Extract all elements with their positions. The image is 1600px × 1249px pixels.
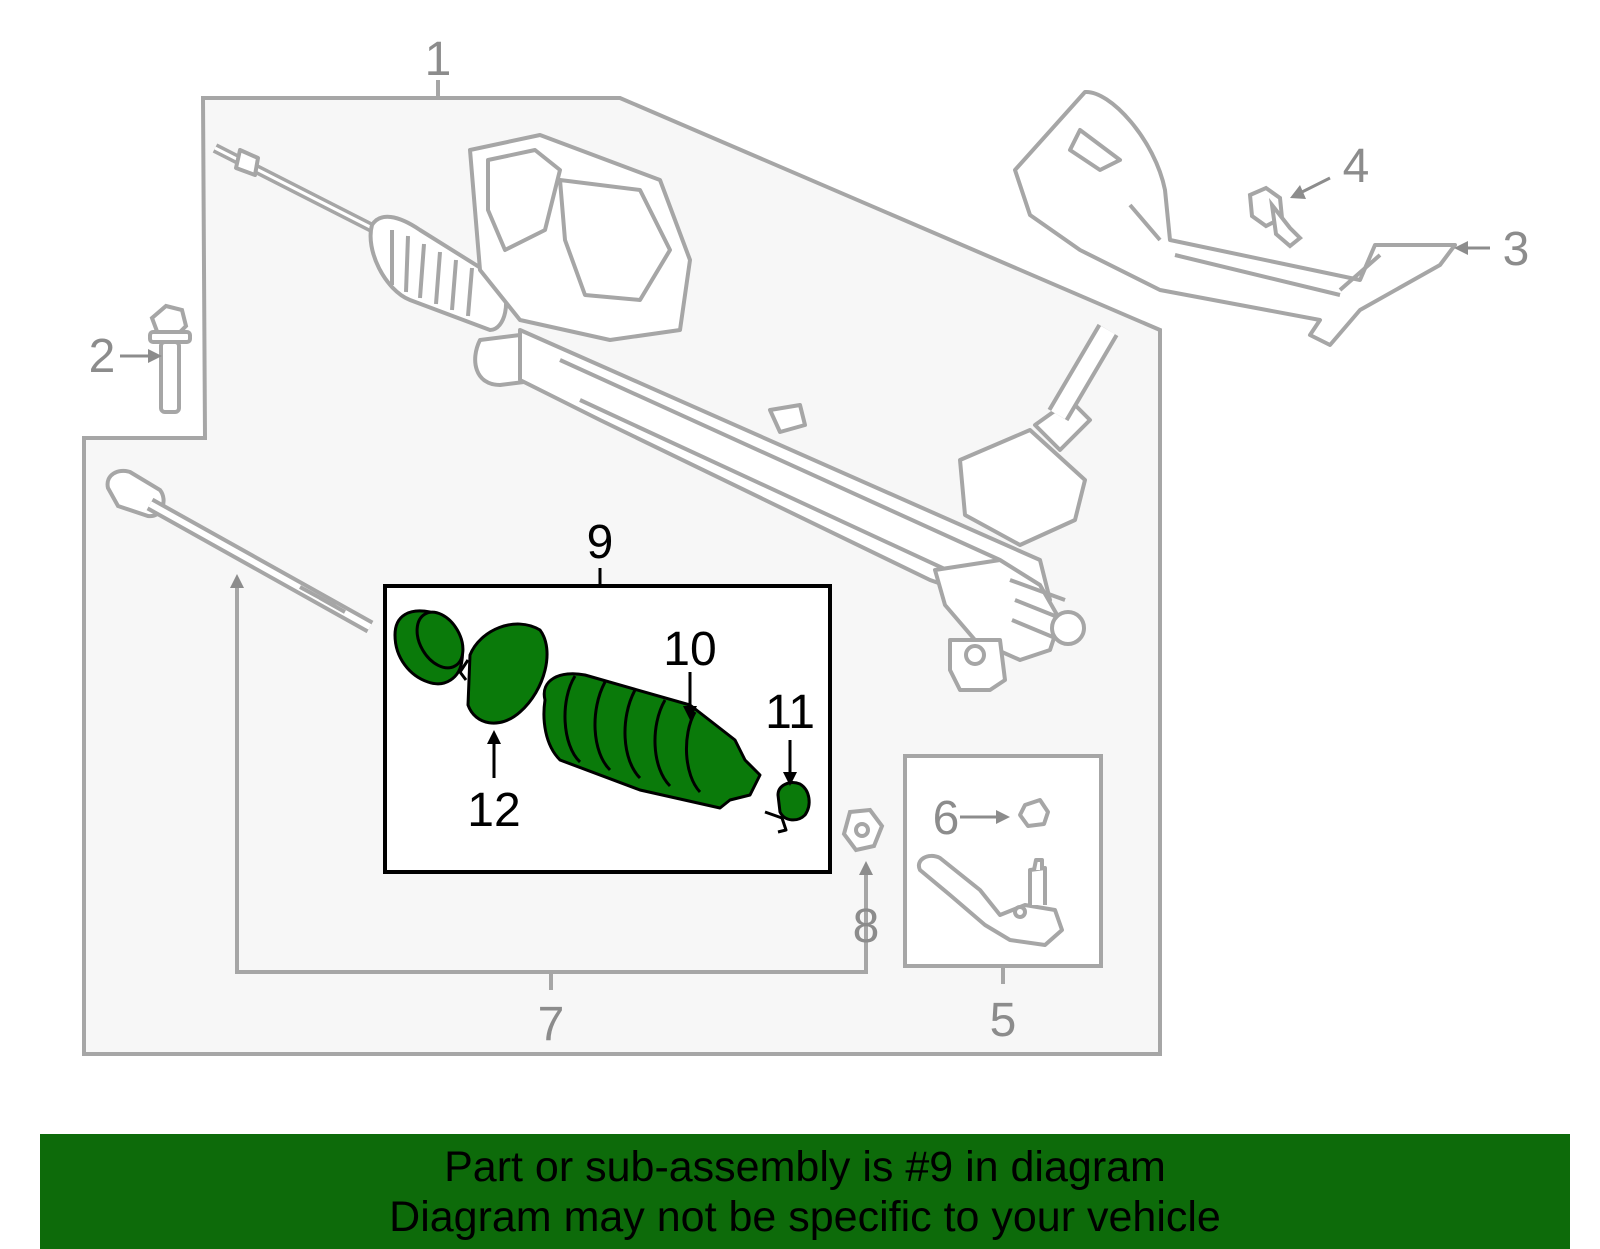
jam-nut-part-8 xyxy=(841,807,885,853)
banner-line-2: Diagram may not be specific to your vehi… xyxy=(389,1193,1221,1241)
callout-5: 5 xyxy=(990,994,1017,1047)
callout-2: 2 xyxy=(89,330,116,383)
bellows-boot-part-10 xyxy=(542,672,762,810)
bolt-part-2 xyxy=(148,303,192,414)
info-banner: Part or sub-assembly is #9 in diagram Di… xyxy=(40,1134,1570,1249)
banner-line-1: Part or sub-assembly is #9 in diagram xyxy=(444,1143,1166,1191)
stud-part-4 xyxy=(1247,185,1303,249)
callout-3: 3 xyxy=(1503,223,1530,276)
heat-shield-part-3 xyxy=(1013,90,1457,347)
assembly-panel-1 xyxy=(82,96,1162,1056)
callout-8: 8 xyxy=(853,900,880,953)
steering-gear-rack xyxy=(212,133,1119,692)
callout-1: 1 xyxy=(425,33,452,86)
inner-tie-rod-part-7 xyxy=(105,468,374,634)
dust-seal-part-12 xyxy=(466,622,549,725)
callout-10: 10 xyxy=(663,623,716,676)
clamp-part-11 xyxy=(776,781,811,822)
callout-12: 12 xyxy=(467,784,520,837)
callout-6: 6 xyxy=(933,792,960,845)
callout-11: 11 xyxy=(765,686,815,739)
outer-tie-rod-end xyxy=(916,798,1064,947)
boot-kit-parts xyxy=(393,609,811,834)
callout-9: 9 xyxy=(587,516,614,569)
callout-7: 7 xyxy=(538,998,565,1051)
callout-4: 4 xyxy=(1343,140,1370,193)
